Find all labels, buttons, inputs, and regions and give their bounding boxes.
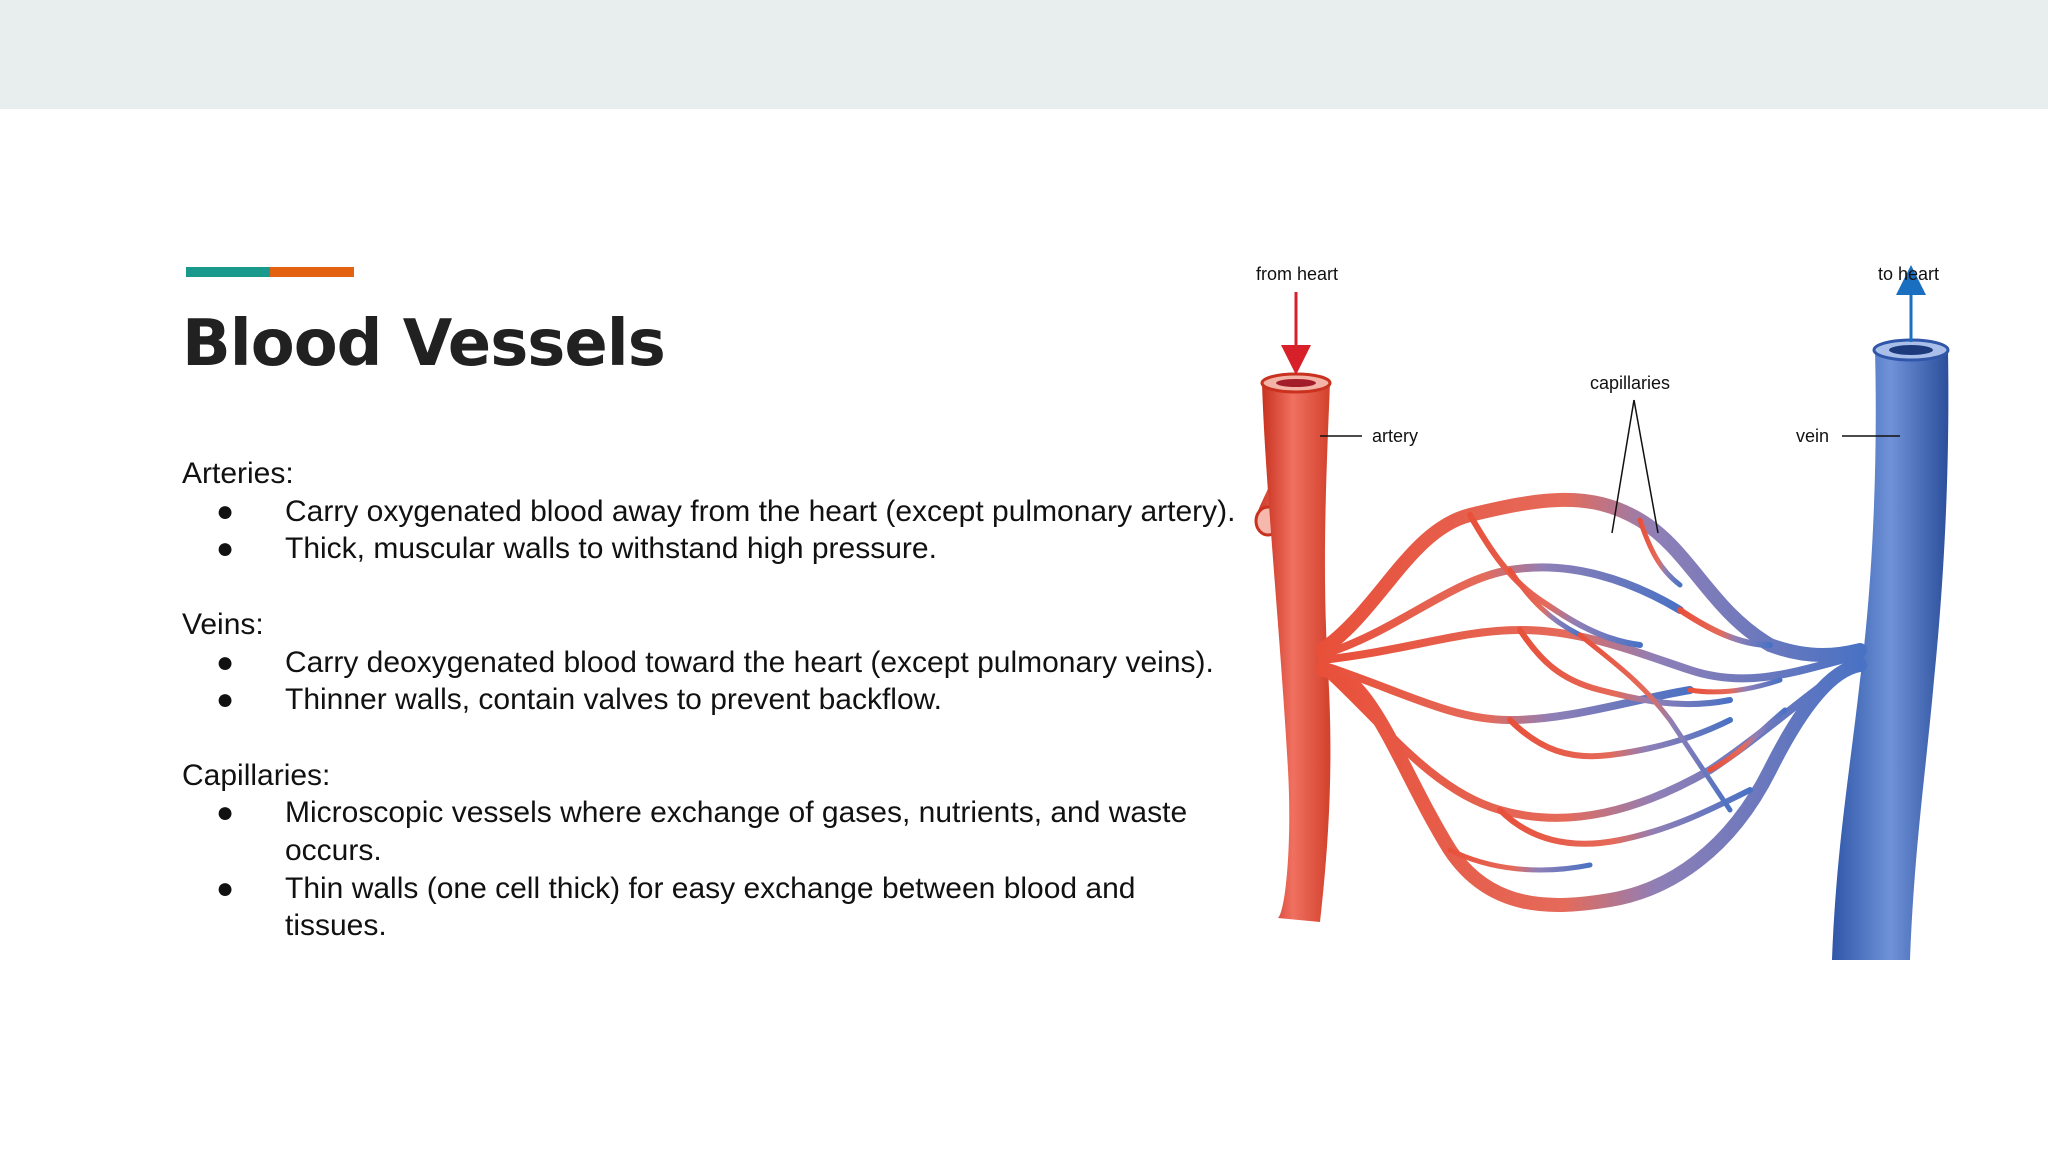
bullet-list-veins: ● Carry deoxygenated blood toward the he… [182,644,1242,719]
bullet-item: ● Carry oxygenated blood away from the h… [182,493,1242,531]
bullet-dot: ● [216,645,235,679]
label-artery: artery [1372,426,1418,446]
top-bar [0,0,2048,109]
bullet-list-capillaries: ● Microscopic vessels where exchange of … [182,794,1242,945]
section-heading-capillaries: Capillaries: [182,758,331,792]
bullet-item: ● Carry deoxygenated blood toward the he… [182,644,1242,682]
capillary-network [1315,492,1867,912]
label-from-heart: from heart [1256,264,1338,284]
vein-vessel [1832,350,1949,960]
bullet-dot: ● [216,871,235,905]
bullet-item: ● Thin walls (one cell thick) for easy e… [182,870,1242,945]
bullet-text: Carry oxygenated blood away from the hea… [285,494,1236,528]
section-heading-arteries: Arteries: [182,457,294,490]
capillaries-leader-line-left [1611,399,1635,534]
artery-vessel [1262,383,1331,922]
artery-lumen [1276,379,1316,387]
vein-lumen [1889,345,1933,355]
bullet-dot: ● [216,532,235,566]
label-vein: vein [1796,426,1829,446]
bullet-item: ● Thick, muscular walls to withstand hig… [182,530,1242,568]
title-accent-teal [186,267,270,277]
bullet-text: Carry deoxygenated blood toward the hear… [285,645,1214,679]
label-to-heart: to heart [1878,264,1939,284]
slide-title: Blood Vessels [182,307,666,381]
bullet-item: ● Thinner walls, contain valves to preve… [182,681,1242,719]
blood-vessel-diagram: from heart to heart capillaries artery v… [1210,250,1990,970]
section-heading-veins: Veins: [182,607,264,641]
bullet-text: Microscopic vessels where exchange of ga… [285,796,1188,867]
bullet-dot: ● [216,683,235,717]
bullet-list-arteries: ● Carry oxygenated blood away from the h… [182,493,1242,568]
capillaries-leader-line-right [1633,399,1659,534]
bullet-text: Thin walls (one cell thick) for easy exc… [285,871,1136,943]
bullet-text: Thick, muscular walls to withstand high … [285,532,937,566]
slide-background [0,109,2048,1152]
title-accent-orange [270,267,354,277]
bullet-dot: ● [216,494,235,528]
label-capillaries: capillaries [1590,373,1670,393]
bullet-text: Thinner walls, contain valves to prevent… [285,683,942,717]
slide-content: Arteries: ● Carry oxygenated blood away … [182,455,1242,945]
bullet-dot: ● [216,796,235,830]
diagram-svg: from heart to heart capillaries artery v… [1254,264,1950,960]
bullet-item: ● Microscopic vessels where exchange of … [182,794,1242,869]
